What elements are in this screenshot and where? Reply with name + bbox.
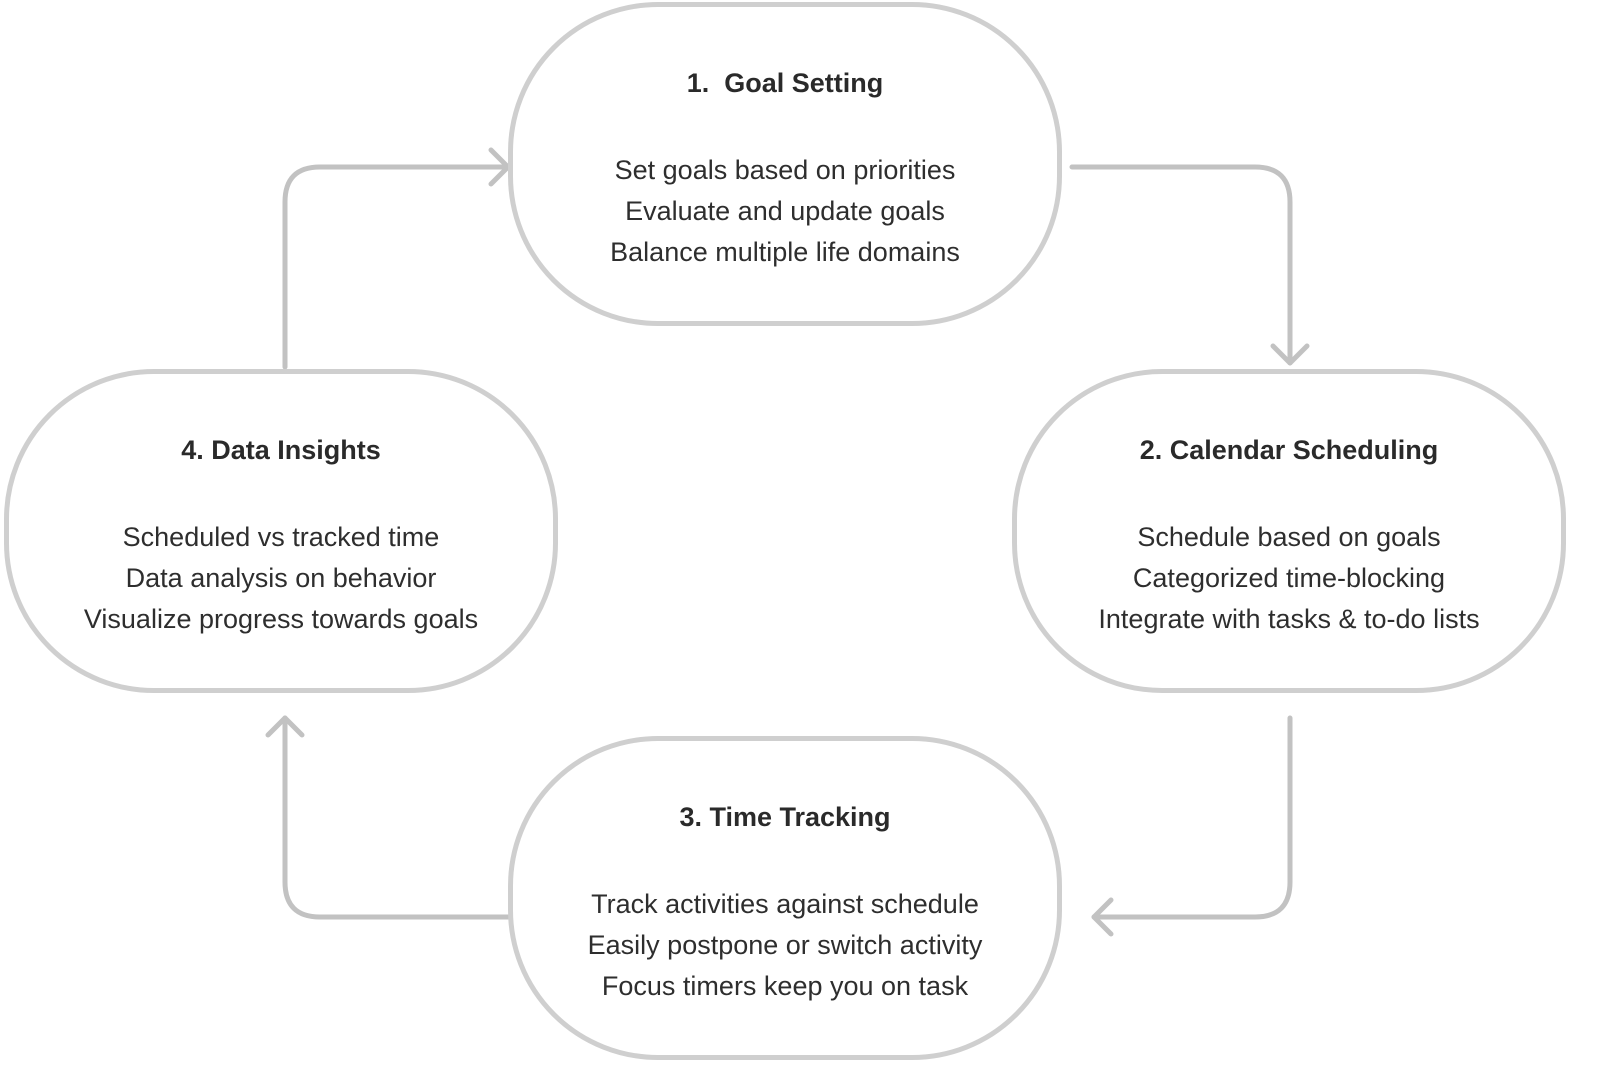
node-description: Set goals based on priorities Evaluate a… bbox=[513, 150, 1057, 273]
node-line: Track activities against schedule bbox=[591, 889, 979, 919]
node-title: 2. Calendar Scheduling bbox=[1139, 435, 1439, 465]
node-line: Focus timers keep you on task bbox=[601, 971, 969, 1001]
node-line: Data analysis on behavior bbox=[125, 563, 437, 593]
node-line: Evaluate and update goals bbox=[625, 196, 945, 226]
node-title: 3. Time Tracking bbox=[679, 802, 891, 832]
node-line: Integrate with tasks & to-do lists bbox=[1098, 604, 1480, 634]
node-description: Scheduled vs tracked time Data analysis … bbox=[9, 517, 553, 640]
node-goal-setting: 1. Goal Setting Set goals based on prior… bbox=[508, 2, 1062, 326]
node-title: 1. Goal Setting bbox=[686, 68, 884, 98]
node-description: Track activities against schedule Easily… bbox=[513, 884, 1057, 1007]
node-data-insights: 4. Data Insights Scheduled vs tracked ti… bbox=[4, 369, 558, 693]
node-time-tracking: 3. Time Tracking Track activities agains… bbox=[508, 736, 1062, 1060]
arrow-calendar-to-tracking bbox=[1091, 715, 1293, 937]
node-line: Schedule based on goals bbox=[1137, 522, 1441, 552]
node-line: Easily postpone or switch activity bbox=[587, 930, 983, 960]
node-calendar-scheduling: 2. Calendar Scheduling Schedule based on… bbox=[1012, 369, 1566, 693]
node-line: Set goals based on priorities bbox=[614, 155, 956, 185]
arrow-tracking-to-insights bbox=[265, 715, 511, 920]
arrow-goal-to-calendar bbox=[1069, 164, 1310, 366]
node-line: Balance multiple life domains bbox=[610, 237, 960, 267]
node-line: Categorized time-blocking bbox=[1132, 563, 1446, 593]
arrow-insights-to-goal bbox=[282, 147, 511, 370]
node-line: Scheduled vs tracked time bbox=[122, 522, 440, 552]
node-title: 4. Data Insights bbox=[181, 435, 381, 465]
node-line: Visualize progress towards goals bbox=[83, 604, 479, 634]
node-description: Schedule based on goals Categorized time… bbox=[1017, 517, 1561, 640]
